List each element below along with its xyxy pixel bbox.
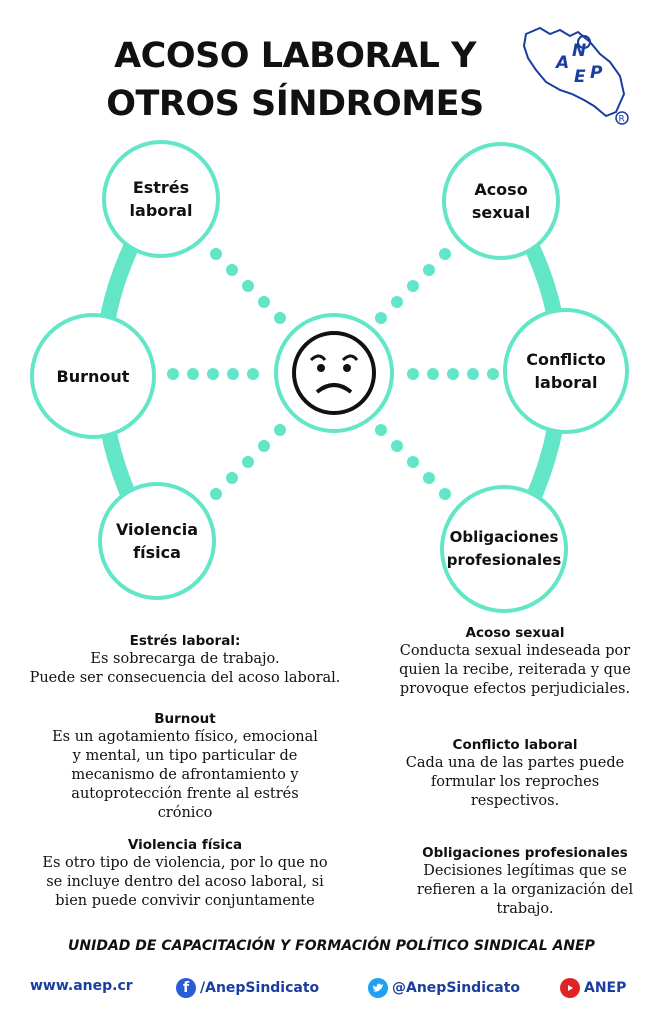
facebook-icon: f (176, 978, 196, 998)
section-line: mecanismo de afrontamiento y (71, 767, 299, 783)
node-label: laboral (129, 201, 193, 220)
website-link[interactable]: www.anep.cr (30, 978, 133, 994)
section-title: Estrés laboral: (129, 633, 241, 649)
node-label: Obligaciones (449, 528, 559, 546)
dots-upper-right (375, 248, 451, 324)
facebook-link[interactable]: f /AnepSindicato (176, 978, 319, 998)
section-obligaciones-profesionales: Obligaciones profesionales Decisiones le… (375, 844, 663, 919)
section-line: Cada una de las partes puede (405, 755, 625, 771)
section-line: y mental, un tipo particular de (72, 748, 298, 764)
section-line: Puede ser consecuencia del acoso laboral… (29, 670, 341, 686)
node-burnout: Burnout (30, 313, 156, 439)
footer-title: UNIDAD DE CAPACITACIÓN Y FORMACIÓN POLÍT… (68, 938, 595, 954)
section-line: respectivos. (470, 793, 560, 809)
sad-face-icon (292, 331, 376, 415)
section-line: trabajo. (496, 901, 554, 917)
node-label: Acoso (474, 180, 528, 199)
node-label: Estrés (132, 178, 190, 197)
twitter-link[interactable]: @AnepSindicato (368, 978, 520, 998)
node-conflicto-laboral: Conflicto laboral (503, 308, 629, 434)
title-line-1: ACOSO LABORAL Y (114, 36, 476, 76)
section-title: Violencia física (127, 837, 243, 853)
anep-logo: A N E P R (522, 26, 629, 125)
node-label: laboral (534, 373, 598, 392)
section-line: Decisiones legítimas que se (423, 863, 627, 879)
section-burnout: Burnout Es un agotamiento físico, emocio… (20, 710, 350, 823)
section-line: bien puede convivir conjuntamente (55, 893, 315, 909)
node-violencia-fisica: Violencia física (98, 482, 216, 600)
node-estres-laboral: Estrés laboral (102, 140, 220, 258)
section-line: crónico (157, 805, 213, 821)
dots-left (167, 368, 259, 380)
center-circle (274, 313, 394, 433)
title-line-2: OTROS SÍNDROMES (106, 84, 484, 124)
logo-letter-e: E (574, 67, 586, 87)
section-line: quien la recibe, reiterada y que (399, 662, 631, 678)
section-line: Es un agotamiento físico, emocional (52, 729, 318, 745)
node-acoso-sexual: Acoso sexual (442, 142, 560, 260)
twitter-icon (368, 978, 388, 998)
node-label: profesionales (446, 551, 562, 569)
section-conflicto-laboral: Conflicto laboral Cada una de las partes… (375, 736, 655, 811)
section-title: Acoso sexual (465, 625, 565, 641)
node-label: Burnout (56, 366, 130, 386)
syndromes-diagram: Estrés laboral Acoso sexual Burnout Confli… (0, 130, 663, 613)
node-obligaciones-profesionales: Obligaciones profesionales (440, 485, 568, 613)
node-label: sexual (471, 203, 531, 222)
youtube-icon (560, 978, 580, 998)
node-label: física (133, 543, 181, 562)
node-label: Conflicto (526, 350, 606, 369)
page-title: ACOSO LABORAL Y OTROS SÍNDROMES (60, 32, 530, 128)
website-text: www.anep.cr (30, 978, 133, 994)
section-line: formular los reproches (430, 774, 600, 790)
logo-letter-n: N (572, 41, 586, 61)
section-line: refieren a la organización del (416, 882, 634, 898)
facebook-text: /AnepSindicato (200, 980, 320, 996)
section-line: provoque efectos perjudiciales. (399, 681, 631, 697)
section-estres-laboral: Estrés laboral: Es sobrecarga de trabajo… (20, 632, 350, 688)
section-line: Conducta sexual indeseada por (399, 643, 631, 659)
registered-mark: R (619, 115, 625, 125)
dots-right (407, 368, 499, 380)
section-line: Es sobrecarga de trabajo. (90, 651, 280, 667)
logo-letter-a: A (554, 53, 569, 73)
section-title: Obligaciones profesionales (422, 845, 628, 861)
section-line: autoprotección frente al estrés (71, 786, 299, 802)
twitter-text: @AnepSindicato (392, 980, 521, 996)
youtube-text: ANEP (584, 980, 627, 996)
section-acoso-sexual: Acoso sexual Conducta sexual indeseada p… (375, 624, 655, 699)
dots-lower-right (375, 424, 451, 500)
node-label: Violencia (115, 520, 199, 539)
dots-upper-left (210, 248, 286, 324)
logo-letter-p: P (590, 63, 603, 83)
section-title: Conflicto laboral (452, 737, 578, 753)
youtube-link[interactable]: ANEP (560, 978, 626, 998)
section-title: Burnout (154, 711, 216, 727)
dots-lower-left (210, 424, 286, 500)
section-line: se incluye dentro del acoso laboral, si (46, 874, 324, 890)
section-line: Es otro tipo de violencia, por lo que no (42, 855, 328, 871)
section-violencia-fisica: Violencia física Es otro tipo de violenc… (20, 836, 350, 911)
